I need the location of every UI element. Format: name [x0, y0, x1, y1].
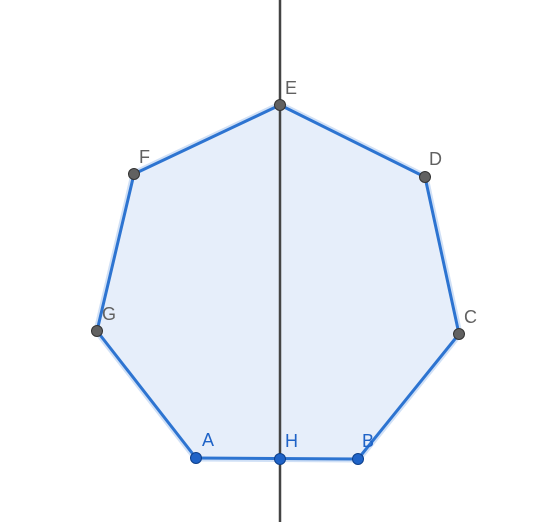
label-b: B [362, 431, 374, 451]
point-labels: E F D G C A H B [102, 78, 477, 451]
edge-e-f[interactable] [132, 103, 282, 176]
edge-d-e[interactable] [278, 103, 427, 179]
point-h[interactable] [274, 453, 286, 465]
point-c[interactable] [453, 328, 465, 340]
label-f: F [139, 147, 150, 167]
label-e: E [285, 78, 297, 98]
point-a[interactable] [190, 452, 202, 464]
point-d[interactable] [419, 171, 431, 183]
point-g[interactable] [91, 325, 103, 337]
label-a: A [202, 430, 214, 450]
edge-g-a[interactable] [95, 329, 198, 460]
label-c: C [464, 307, 477, 327]
label-g: G [102, 304, 116, 324]
heptagon[interactable] [93, 101, 463, 463]
point-e[interactable] [274, 99, 286, 111]
label-d: D [429, 149, 442, 169]
point-b[interactable] [352, 453, 364, 465]
heptagon-fill[interactable] [97, 105, 459, 459]
label-h: H [285, 431, 298, 451]
edge-f-g[interactable] [95, 172, 136, 333]
edge-c-d[interactable] [423, 175, 461, 336]
point-f[interactable] [128, 168, 140, 180]
edge-b-c[interactable] [356, 332, 461, 461]
points [91, 99, 465, 465]
